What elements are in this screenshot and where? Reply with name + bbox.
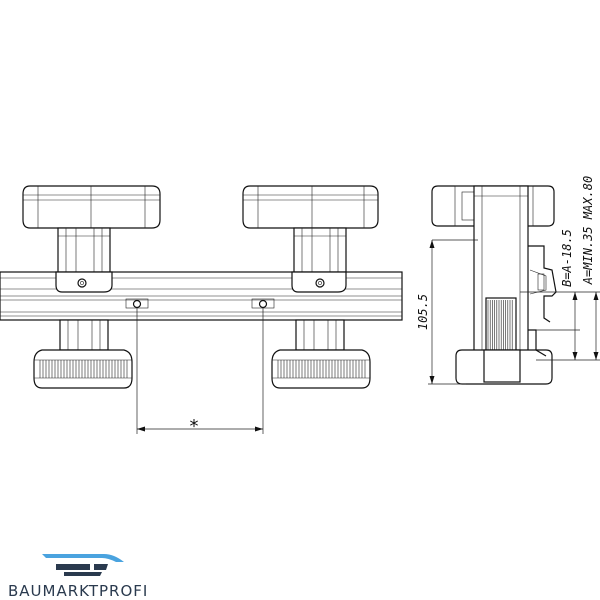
- front-view: *: [0, 185, 403, 437]
- carriage-left: [22, 185, 161, 389]
- logo-roof-icon: [42, 554, 124, 562]
- height-label: 105.5: [416, 294, 430, 330]
- logo-text: BAUMARKTPROFI: [8, 582, 149, 600]
- spacing-label: *: [190, 416, 199, 437]
- a-label: A=MIN.35 MAX.80: [581, 176, 595, 285]
- a-dimension: A=MIN.35 MAX.80: [581, 176, 599, 360]
- b-label: B=A-18.5: [560, 229, 574, 287]
- spacing-dimension: *: [136, 308, 264, 437]
- carriage-right: [242, 185, 379, 389]
- side-view: 105.5 B=A-18.5 A=MIN.35 MAX.80: [416, 176, 600, 385]
- b-dimension: B=A-18.5: [560, 229, 578, 360]
- baumarktprofi-logo: [42, 554, 124, 576]
- height-dimension: 105.5: [416, 240, 435, 384]
